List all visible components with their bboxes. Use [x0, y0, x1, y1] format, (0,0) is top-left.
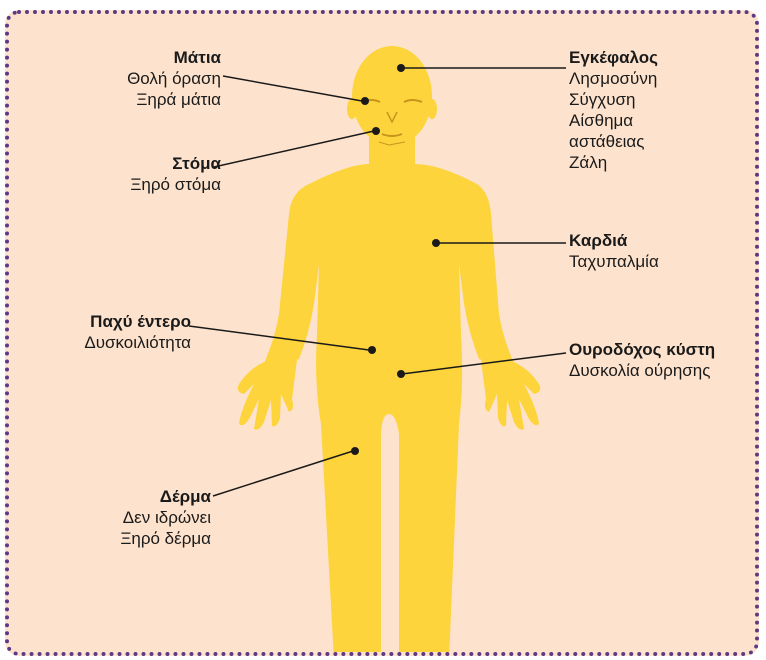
- large-intestine-label: Παχύ έντερο Δυσκοιλιότητα: [19, 311, 191, 353]
- bladder-dot: [397, 370, 405, 378]
- brain-dot: [397, 64, 405, 72]
- skin-dot: [351, 447, 359, 455]
- skin-title: Δέρμα: [39, 486, 211, 507]
- mouth-dot: [372, 127, 380, 135]
- eyes-symptom-2: Ξηρά μάτια: [49, 89, 221, 110]
- large-intestine-symptom-1: Δυσκοιλιότητα: [19, 332, 191, 353]
- heart-label: Καρδιά Ταχυπαλμία: [569, 230, 759, 272]
- diagram-panel: Μάτια Θολή όραση Ξηρά μάτια Στόμα Ξηρό σ…: [5, 10, 759, 656]
- skin-symptom-1: Δεν ιδρώνει: [39, 507, 211, 528]
- bladder-label: Ουροδόχος κύστη Δυσκολία ούρησης: [569, 339, 759, 381]
- eyes-dot: [361, 97, 369, 105]
- brain-symptom-2: Σύγχυση: [569, 89, 759, 110]
- skin-symptom-2: Ξηρό δέρμα: [39, 528, 211, 549]
- brain-label: Εγκέφαλος Λησμοσύνη Σύγχυση Αίσθημα αστά…: [569, 47, 759, 173]
- bladder-title: Ουροδόχος κύστη: [569, 339, 759, 360]
- bladder-symptom-1: Δυσκολία ούρησης: [569, 360, 759, 381]
- mouth-symptom-1: Ξηρό στόμα: [49, 174, 221, 195]
- skin-label: Δέρμα Δεν ιδρώνει Ξηρό δέρμα: [39, 486, 211, 549]
- mouth-label: Στόμα Ξηρό στόμα: [49, 153, 221, 195]
- brain-symptom-4: αστάθειας: [569, 131, 759, 152]
- brain-symptom-1: Λησμοσύνη: [569, 68, 759, 89]
- body-silhouette: [238, 46, 540, 656]
- eyes-symptom-1: Θολή όραση: [49, 68, 221, 89]
- eyes-title: Μάτια: [49, 47, 221, 68]
- heart-title: Καρδιά: [569, 230, 759, 251]
- mouth-leader: [214, 131, 374, 167]
- large-intestine-title: Παχύ έντερο: [19, 311, 191, 332]
- heart-symptom-1: Ταχυπαλμία: [569, 251, 759, 272]
- mouth-title: Στόμα: [49, 153, 221, 174]
- brain-title: Εγκέφαλος: [569, 47, 759, 68]
- eyes-leader: [223, 76, 362, 101]
- heart-dot: [432, 239, 440, 247]
- brain-symptom-3: Αίσθημα: [569, 110, 759, 131]
- large-intestine-dot: [368, 346, 376, 354]
- brain-symptom-5: Ζάλη: [569, 152, 759, 173]
- eyes-label: Μάτια Θολή όραση Ξηρά μάτια: [49, 47, 221, 110]
